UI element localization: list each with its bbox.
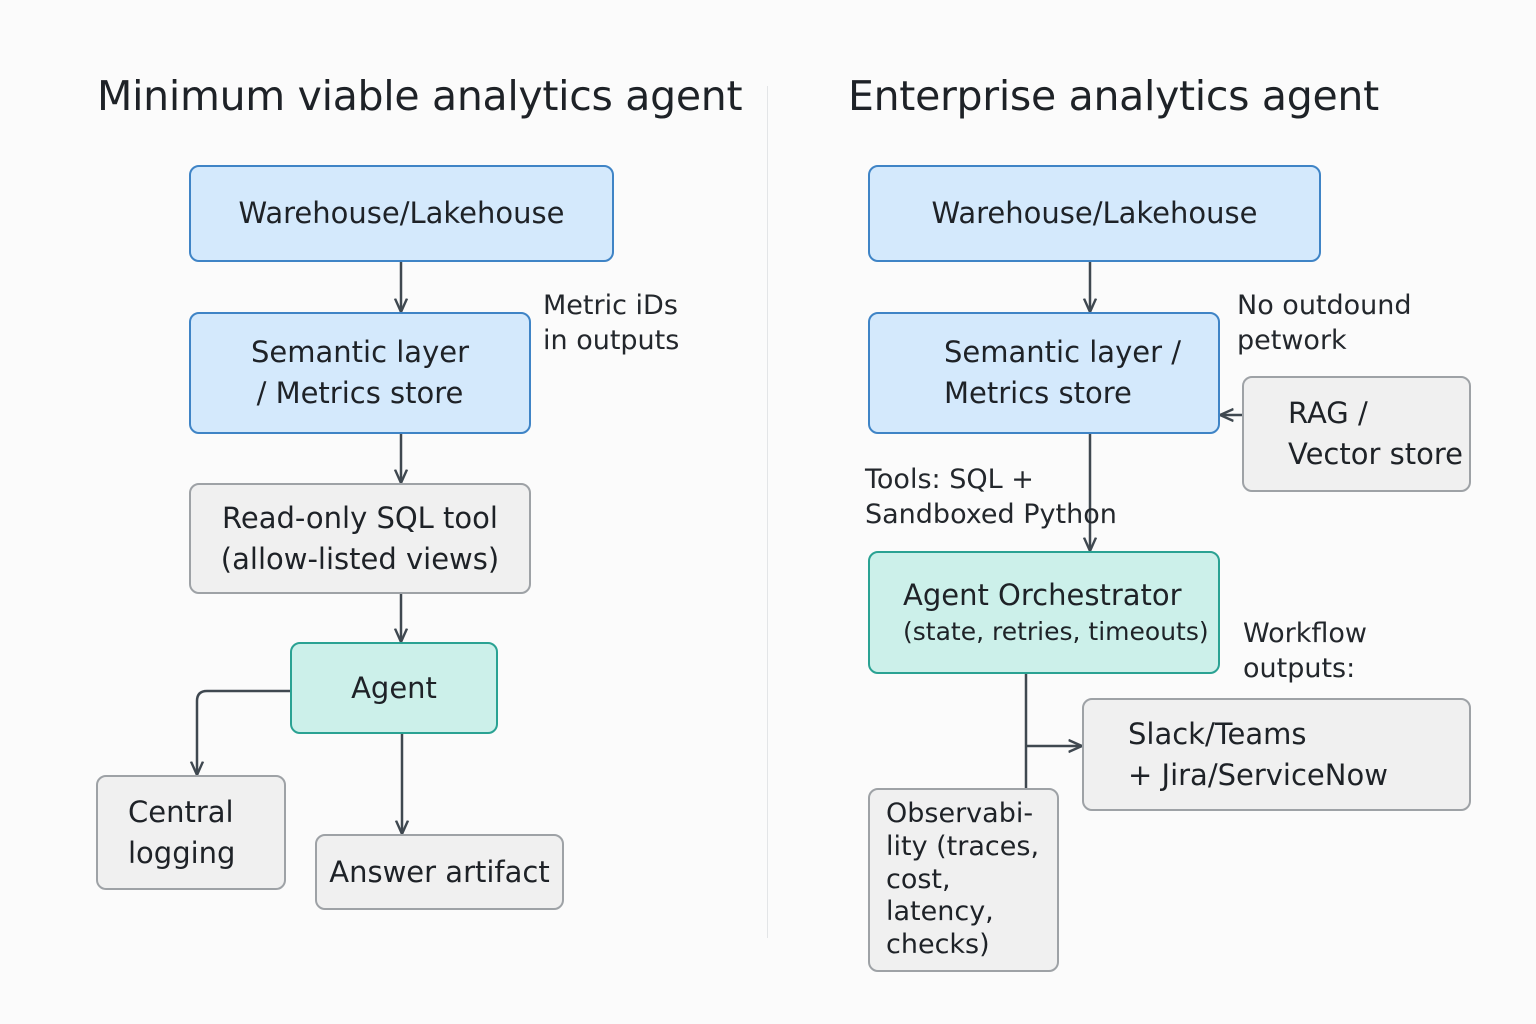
right-outputs-box[interactable]: Slack/Teams + Jira/ServiceNow xyxy=(1082,698,1471,811)
right-orchestrator-title: Agent Orchestrator xyxy=(903,578,1182,613)
left-warehouse-box[interactable]: Warehouse/Lakehouse xyxy=(189,165,614,262)
right-orchestrator-box[interactable]: Agent Orchestrator (state, retries, time… xyxy=(868,551,1220,674)
left-title: Minimum viable analytics agent xyxy=(97,72,743,120)
left-answer-label: Answer artifact xyxy=(329,854,550,889)
right-observability-label: Observabi- lity (traces, cost, latency, … xyxy=(886,797,1040,961)
left-logging-label: Central logging xyxy=(128,794,236,870)
left-sqltool-box[interactable]: Read-only SQL tool (allow-listed views) xyxy=(189,483,531,594)
left-semantic-box[interactable]: Semantic layer / Metrics store xyxy=(189,312,531,434)
right-orchestrator-subtitle: (state, retries, timeouts) xyxy=(903,617,1209,647)
column-divider xyxy=(767,86,768,938)
right-note-tools: Tools: SQL + Sandboxed Python xyxy=(865,464,1117,531)
right-note-workflow: Workflow outputs: xyxy=(1243,618,1367,685)
left-note-metric-ids: Metric iDs in outputs xyxy=(543,290,680,357)
right-rag-label: RAG / Vector store xyxy=(1288,396,1463,471)
right-rag-box[interactable]: RAG / Vector store xyxy=(1242,376,1471,492)
right-warehouse-label: Warehouse/Lakehouse xyxy=(931,196,1258,231)
left-sqltool-label: Read-only SQL tool (allow-listed views) xyxy=(220,500,500,576)
right-warehouse-box[interactable]: Warehouse/Lakehouse xyxy=(868,165,1321,262)
right-semantic-label: Semantic layer / Metrics store xyxy=(944,335,1181,410)
left-agent-label: Agent xyxy=(351,670,437,705)
left-warehouse-label: Warehouse/Lakehouse xyxy=(238,196,565,231)
right-title: Enterprise analytics agent xyxy=(848,72,1379,120)
left-logging-box[interactable]: Central logging xyxy=(96,775,286,890)
right-semantic-box[interactable]: Semantic layer / Metrics store xyxy=(868,312,1220,434)
edge-agent-to-logging xyxy=(197,689,290,775)
right-observability-box[interactable]: Observabi- lity (traces, cost, latency, … xyxy=(868,788,1059,972)
right-outputs-label: Slack/Teams + Jira/ServiceNow xyxy=(1128,716,1388,792)
left-semantic-label: Semantic layer / Metrics store xyxy=(251,335,469,410)
right-note-network: No outdound petwork xyxy=(1237,290,1412,357)
left-agent-box[interactable]: Agent xyxy=(290,642,498,734)
left-answer-box[interactable]: Answer artifact xyxy=(315,834,564,910)
